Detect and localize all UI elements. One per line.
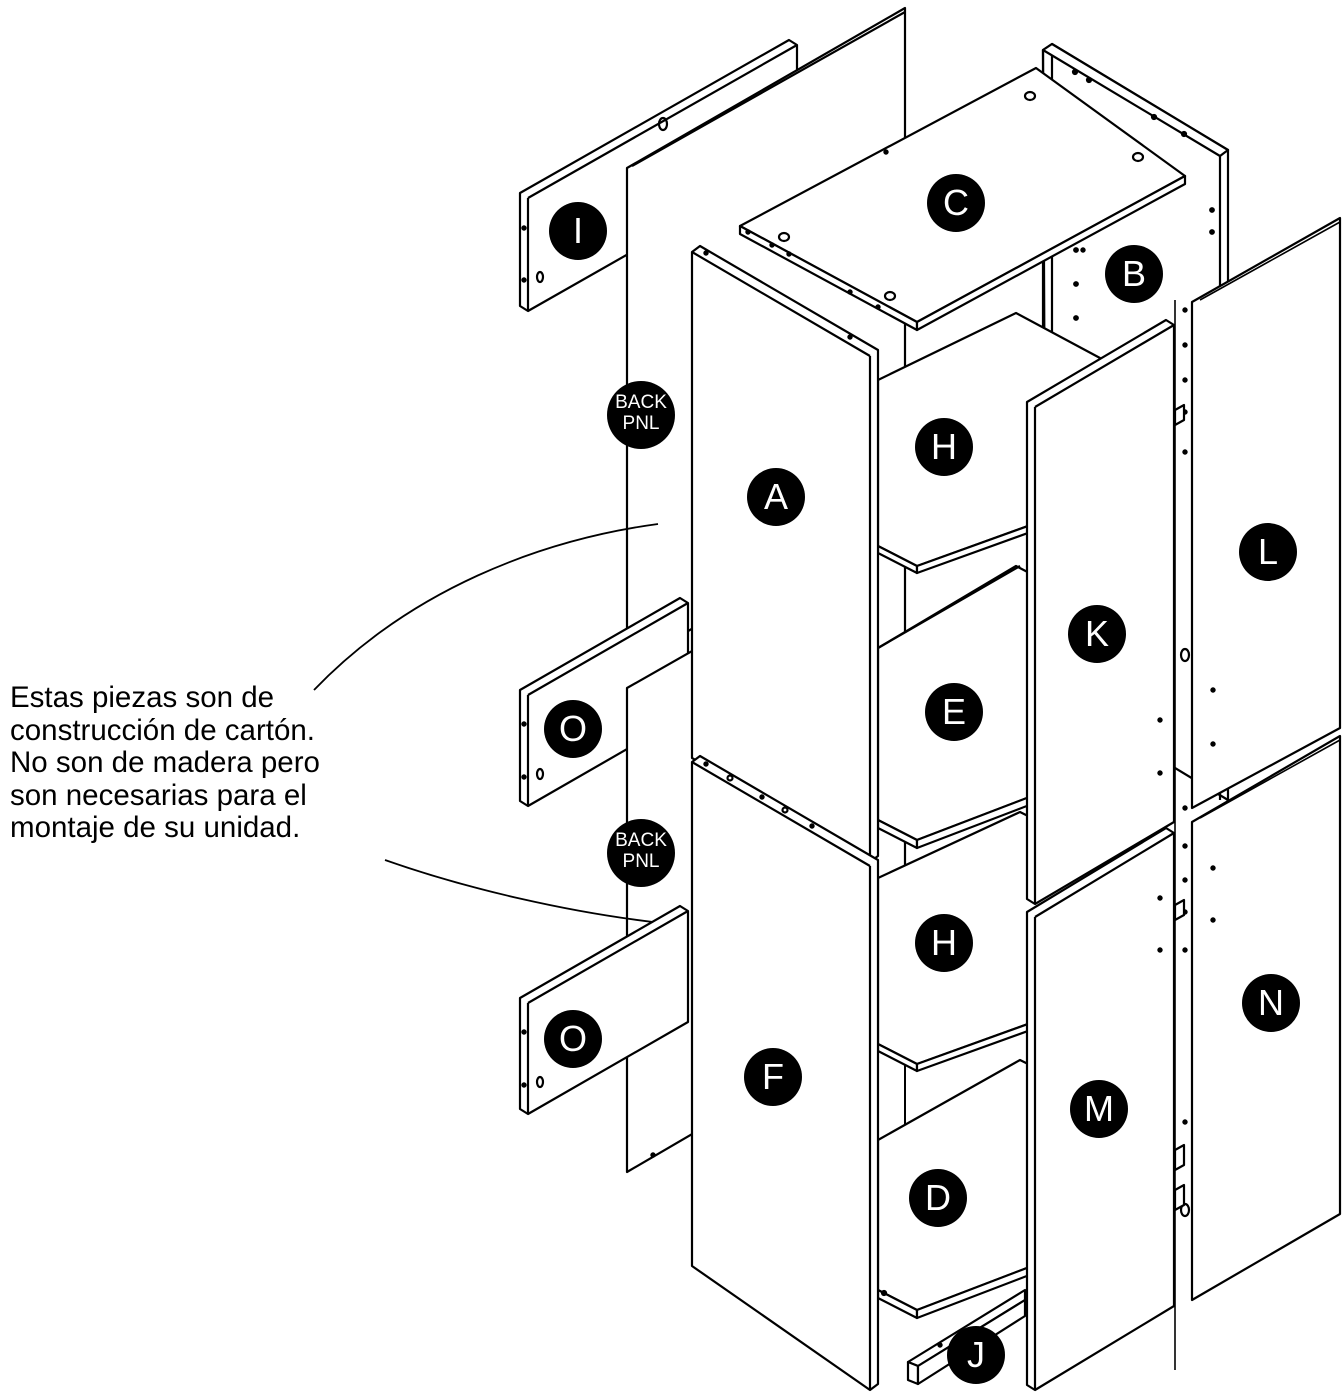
label-l: L xyxy=(1239,523,1297,581)
note-line-2: construcción de cartón. xyxy=(10,713,315,747)
label-o-lower: O xyxy=(544,1010,602,1068)
svg-text:O: O xyxy=(559,708,587,749)
note-line-1: Estas piezas son de xyxy=(10,681,275,714)
label-b: B xyxy=(1105,245,1163,303)
leader-line-lower xyxy=(384,859,654,923)
label-k: K xyxy=(1068,605,1126,663)
svg-text:I: I xyxy=(573,210,583,251)
svg-text:J: J xyxy=(967,1334,985,1375)
label-h-upper: H xyxy=(915,418,973,476)
svg-text:PNL: PNL xyxy=(623,851,660,872)
label-d: D xyxy=(909,1169,967,1227)
label-n: N xyxy=(1242,974,1300,1032)
label-j: J xyxy=(947,1326,1005,1384)
svg-text:K: K xyxy=(1085,613,1109,654)
label-e: E xyxy=(925,683,983,741)
svg-text:A: A xyxy=(764,476,788,517)
cardboard-parts-note: Estas piezas son de construcción de cart… xyxy=(10,681,320,845)
svg-text:C: C xyxy=(943,182,969,223)
label-back-panel-lower: BACK PNL xyxy=(607,819,675,887)
svg-text:L: L xyxy=(1258,531,1278,572)
label-f: F xyxy=(744,1048,802,1106)
svg-text:E: E xyxy=(942,691,966,732)
svg-text:M: M xyxy=(1084,1088,1114,1129)
svg-text:BACK: BACK xyxy=(615,830,667,851)
note-line-5: montaje de su unidad. xyxy=(10,811,301,844)
label-back-panel-upper: BACK PNL xyxy=(607,381,675,449)
panel-l xyxy=(1190,216,1342,810)
svg-text:D: D xyxy=(925,1177,951,1218)
leader-line-upper xyxy=(313,523,659,691)
svg-text:N: N xyxy=(1258,982,1284,1023)
svg-text:PNL: PNL xyxy=(623,413,660,434)
svg-text:F: F xyxy=(762,1056,784,1097)
label-h-lower: H xyxy=(915,914,973,972)
svg-text:O: O xyxy=(559,1018,587,1059)
label-o-upper: O xyxy=(544,700,602,758)
svg-text:H: H xyxy=(931,426,957,467)
note-line-3: No son de madera pero xyxy=(10,746,320,779)
panel-a xyxy=(690,244,880,864)
svg-text:BACK: BACK xyxy=(615,392,667,413)
note-line-4: son necesarias para el xyxy=(10,778,307,812)
label-i: I xyxy=(549,202,607,260)
label-m: M xyxy=(1070,1080,1128,1138)
svg-text:B: B xyxy=(1122,253,1146,294)
label-a: A xyxy=(747,468,805,526)
label-c: C xyxy=(927,174,985,232)
svg-text:H: H xyxy=(931,922,957,963)
